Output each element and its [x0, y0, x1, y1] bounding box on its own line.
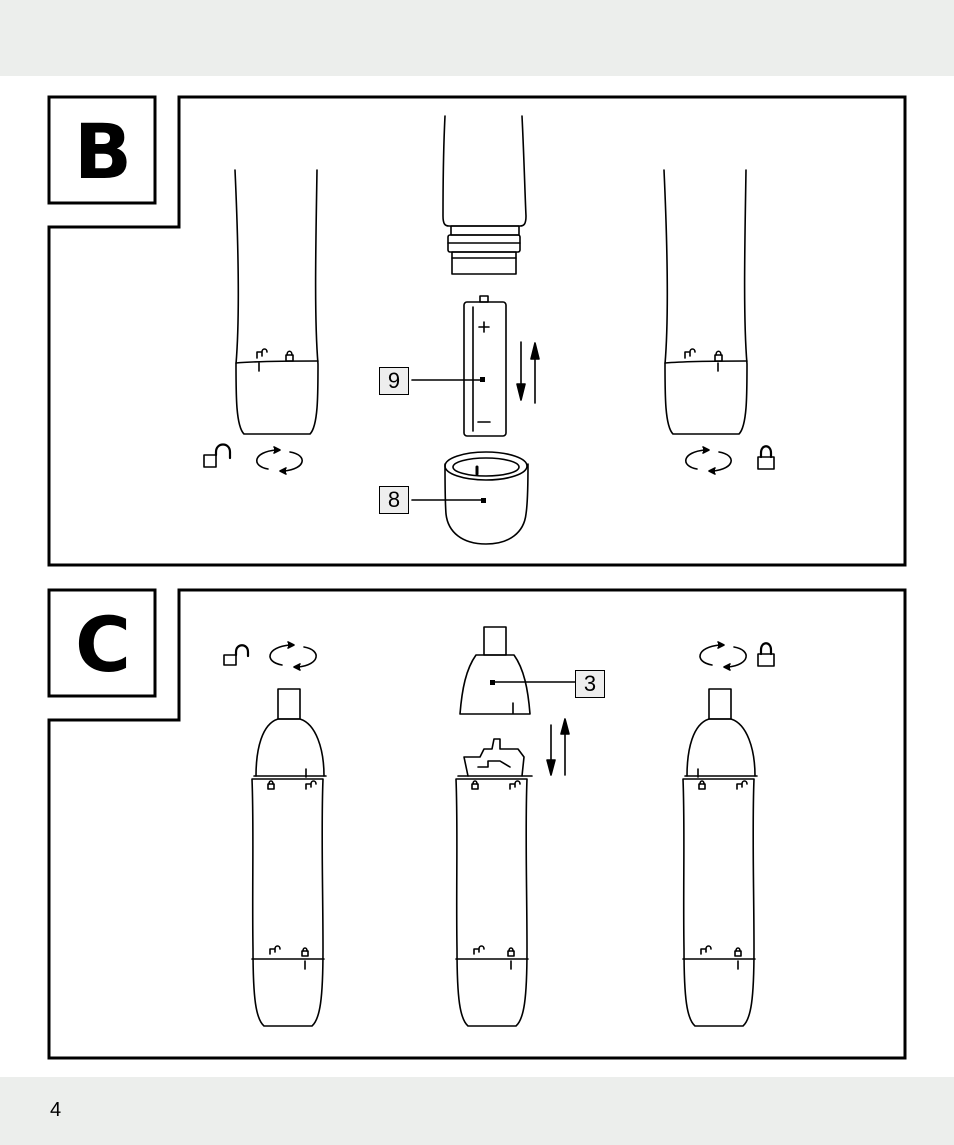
trimmer-body-open [443, 116, 526, 274]
up-down-arrows-icon [517, 342, 539, 403]
panel-c: C [48, 589, 906, 1059]
unlock-mark-icon [270, 781, 316, 969]
callout-battery-cap: 8 [379, 486, 409, 514]
panel-c-illustration [48, 589, 906, 1059]
unlock-icon [204, 445, 230, 468]
unlock-icon [224, 645, 248, 665]
panel-b: B [48, 96, 906, 566]
footer-band [0, 1077, 954, 1145]
unlock-mark-icon [257, 349, 267, 371]
battery [464, 296, 506, 436]
up-down-arrows-icon [547, 719, 569, 775]
lock-mark-icon [472, 781, 478, 789]
rotate-arrows-icon [700, 642, 746, 670]
page-number: 4 [50, 1100, 61, 1120]
callout-battery: 9 [379, 367, 409, 395]
lock-mark-icon [715, 351, 722, 371]
callout-trimmer-head: 3 [575, 670, 605, 698]
trimmer-assembled-unlocked [252, 689, 326, 1026]
battery-cap [445, 452, 528, 544]
rotate-arrows-icon [270, 642, 316, 670]
trimmer-body-open-head [456, 739, 532, 1026]
trimmer-body-locked [664, 170, 747, 434]
lock-mark-icon [286, 351, 293, 361]
trimmer-body-unlocked [235, 170, 318, 434]
panel-b-illustration [48, 96, 906, 566]
lock-icon [758, 643, 774, 666]
unlock-mark-icon [474, 781, 520, 969]
rotate-arrows-icon [257, 447, 302, 474]
unlock-mark-icon [701, 781, 747, 969]
header-band [0, 0, 954, 76]
lock-icon [758, 446, 774, 469]
trimmer-head-detached [460, 627, 530, 714]
trimmer-assembled-locked [683, 689, 757, 1026]
unlock-mark-icon [685, 349, 695, 358]
rotate-arrows-icon [686, 447, 731, 474]
